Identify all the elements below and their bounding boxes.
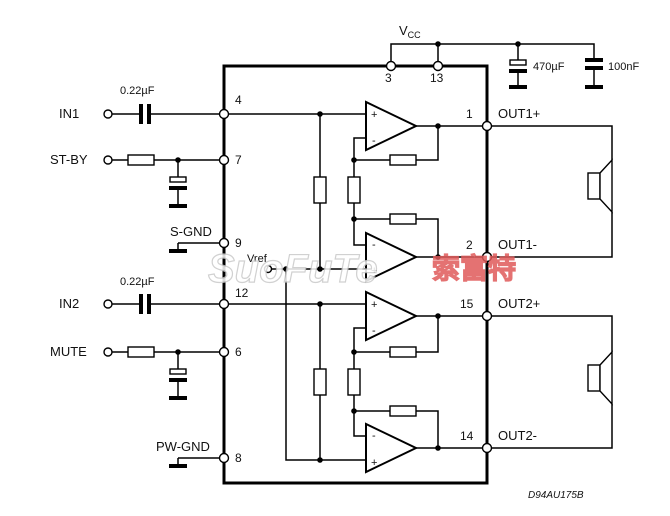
pin-9-terminal xyxy=(218,237,230,249)
out1p-label: OUT1+ xyxy=(498,106,540,121)
speaker-2-icon xyxy=(587,350,613,406)
pin-3-label: 3 xyxy=(385,71,392,85)
watermark-logo: SuoFuTe 索富特 xyxy=(207,246,516,291)
in2-terminal[interactable] xyxy=(103,299,113,309)
out2m-label: OUT2- xyxy=(498,428,537,443)
svg-text:+: + xyxy=(371,109,377,121)
in1-label: IN1 xyxy=(59,106,79,121)
pin-4-terminal xyxy=(218,108,230,120)
speaker-1-icon xyxy=(587,158,613,214)
vcc-supply: VCC 3 13 470µF 100nF xyxy=(385,23,639,89)
out2p-label: OUT2+ xyxy=(498,296,540,311)
in1-cap-label: 0.22µF xyxy=(120,85,155,97)
in2-cap-label: 0.22µF xyxy=(120,276,155,288)
pin-8-label: 8 xyxy=(235,451,242,465)
pin-13-terminal xyxy=(432,60,444,72)
amp-a4 xyxy=(365,422,419,474)
pin-1-terminal xyxy=(481,120,493,132)
svg-text:-: - xyxy=(372,239,376,251)
pin-13-label: 13 xyxy=(430,71,444,85)
channel-1-amplifiers: + - - + xyxy=(228,100,483,283)
pin-15-label: 15 xyxy=(460,297,474,311)
sgnd-pin: S-GND 9 xyxy=(169,224,242,253)
pin-3-terminal xyxy=(385,60,397,72)
pin-12-terminal xyxy=(218,298,230,310)
stby-input: ST-BY 7 xyxy=(50,152,242,208)
svg-text:-: - xyxy=(372,430,376,442)
in1-input: IN1 0.22µF 4 xyxy=(59,85,242,124)
bulk-cap-label: 470µF xyxy=(533,61,565,73)
ic-body xyxy=(222,64,489,485)
amp-a1 xyxy=(365,100,419,152)
amp-a3 xyxy=(365,290,419,342)
mute-terminal[interactable] xyxy=(103,347,113,357)
svg-text:-: - xyxy=(372,325,376,337)
pin-2-label: 2 xyxy=(466,238,473,252)
pwgnd-label: PW-GND xyxy=(156,439,210,454)
sgnd-label: S-GND xyxy=(170,224,212,239)
pin-6-terminal xyxy=(218,346,230,358)
amp-a2 xyxy=(365,231,419,283)
out1m-label: OUT1- xyxy=(498,237,537,252)
pin-8-terminal xyxy=(218,452,230,464)
pin-9-label: 9 xyxy=(235,236,242,250)
pin-7-terminal xyxy=(218,154,230,166)
svg-text:+: + xyxy=(371,299,377,311)
in2-input: IN2 0.22µF 12 xyxy=(59,276,249,314)
mute-input: MUTE 6 xyxy=(50,344,242,400)
svg-text:+: + xyxy=(371,457,377,469)
svg-text:索富特: 索富特 xyxy=(432,252,516,285)
outputs: 1 2 15 14 OUT1+ OUT1- OUT2+ OUT2- xyxy=(460,106,613,454)
stby-terminal[interactable] xyxy=(103,155,113,165)
decoup-cap-label: 100nF xyxy=(608,61,639,73)
svg-text:-: - xyxy=(372,135,376,147)
pin-15-terminal xyxy=(481,310,493,322)
svg-text:SuoFuTe: SuoFuTe xyxy=(208,247,378,291)
vref-label: Vref xyxy=(247,253,268,265)
stby-label: ST-BY xyxy=(50,152,88,167)
pin-6-label: 6 xyxy=(235,345,242,359)
bulk-capacitor: 470µF xyxy=(509,44,565,89)
channel-2-amplifiers: + - - + xyxy=(228,269,483,474)
decoupling-capacitor: 100nF xyxy=(585,58,639,89)
vcc-label: VCC xyxy=(399,23,421,40)
pin-1-label: 1 xyxy=(466,107,473,121)
svg-text:+: + xyxy=(371,265,377,277)
in2-label: IN2 xyxy=(59,296,79,311)
pin-7-label: 7 xyxy=(235,153,242,167)
in1-terminal[interactable] xyxy=(103,109,113,119)
drawing-ref: D94AU175B xyxy=(528,490,584,501)
pin-14-terminal xyxy=(481,442,493,454)
vref-node xyxy=(263,264,273,274)
pin-14-label: 14 xyxy=(460,429,474,443)
pin-4-label: 4 xyxy=(235,93,242,107)
mute-label: MUTE xyxy=(50,344,87,359)
pwgnd-pin: PW-GND 8 xyxy=(156,439,242,468)
pin-12-label: 12 xyxy=(235,286,249,300)
